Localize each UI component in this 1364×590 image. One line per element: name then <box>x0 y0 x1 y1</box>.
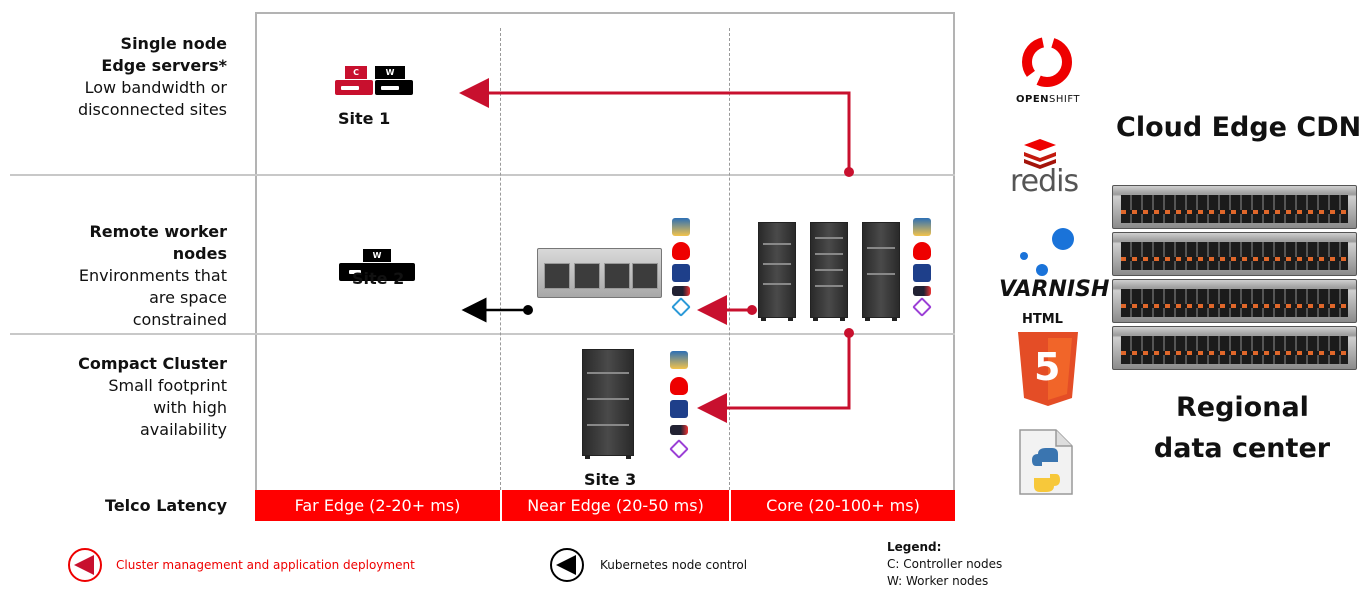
openshift-wordmark-light: SHIFT <box>1049 94 1081 105</box>
site2-label: Site 2 <box>352 269 405 288</box>
site1-label: Site 1 <box>338 109 391 128</box>
mgmt-arrow-origin-dot <box>844 328 854 338</box>
operator-icon <box>670 400 688 418</box>
cdn-title: Cloud Edge CDN <box>1116 112 1362 143</box>
controller-node-icon <box>335 80 373 95</box>
row-desc: are space <box>149 288 227 307</box>
core-rack-2 <box>810 222 848 321</box>
core-rack-1 <box>758 222 796 321</box>
redhat-icon <box>913 242 931 260</box>
cdn-subtitle-line1: Regional <box>1176 392 1309 423</box>
rancher-icon <box>670 351 688 369</box>
site3-rack <box>582 349 634 459</box>
varnish-wordmark: VARNISH <box>999 277 1110 302</box>
worker-node-icon <box>375 80 413 95</box>
operator-icon <box>913 264 931 282</box>
row-desc: Small footprint <box>108 376 227 395</box>
row-label-telco-latency: Telco Latency <box>105 495 227 517</box>
row-title: Compact Cluster <box>78 354 227 373</box>
row-title: Telco Latency <box>105 496 227 515</box>
latency-near-edge: Near Edge (20-50 ms) <box>500 490 729 521</box>
site3-label: Site 3 <box>584 470 637 489</box>
redis-wordmark: redis <box>1010 164 1079 199</box>
mgmt-arrow-site3 <box>697 333 851 423</box>
mvm-icon <box>672 286 690 296</box>
html5-numeral: 5 <box>1034 345 1061 389</box>
openshift-logo <box>1022 37 1072 87</box>
cdn-subtitle-line2: data center <box>1153 433 1331 464</box>
redhat-icon <box>672 242 690 260</box>
operator-icon <box>672 264 690 282</box>
legend-cluster-mgmt-label: Cluster management and application deplo… <box>116 558 415 572</box>
site1-server-icon: C W <box>335 66 415 102</box>
zone-divider <box>729 28 730 490</box>
rancher-icon <box>913 218 931 236</box>
legend-k8s-label: Kubernetes node control <box>600 558 748 572</box>
mvm-icon <box>913 286 931 296</box>
row-desc: with high <box>153 398 227 417</box>
mvm-icon <box>670 425 688 435</box>
redhat-icon <box>670 377 688 395</box>
near-edge-server <box>537 248 662 298</box>
row-title: nodes <box>172 244 227 263</box>
varnish-dots-icon <box>1020 252 1048 276</box>
k8s-arrow-origin-dot <box>523 305 533 315</box>
zone-divider <box>500 28 501 490</box>
varnish-big-dot-icon <box>1052 228 1074 250</box>
mgmt-arrow-site1 <box>459 78 851 172</box>
worker-badge: W <box>375 66 405 79</box>
html5-logo <box>1018 332 1078 406</box>
python-file-icon <box>1019 429 1073 495</box>
latency-core: Core (20-100+ ms) <box>729 490 955 521</box>
worker-badge: W <box>363 249 391 262</box>
legend-controller: C: Controller nodes <box>887 557 1003 571</box>
rancher-icon <box>672 218 690 236</box>
legend-title: Legend: <box>887 540 942 554</box>
row-desc: Environments that <box>78 266 227 285</box>
controller-badge: C <box>345 66 367 79</box>
mgmt-arrow-origin-dot <box>747 305 757 315</box>
row-title: Remote worker <box>89 222 227 241</box>
openshift-wordmark-bold: OPEN <box>1016 94 1050 105</box>
cdn-server-unit <box>1112 232 1357 276</box>
cdn-server-unit <box>1112 185 1357 229</box>
cdn-server-unit <box>1112 326 1357 370</box>
row-label-single-node: Single node Edge servers* Low bandwidth … <box>78 33 227 121</box>
row-title: Edge servers* <box>101 56 227 75</box>
latency-bar: Far Edge (2-20+ ms) Near Edge (20-50 ms)… <box>255 490 955 521</box>
core-rack-3 <box>862 222 900 321</box>
row-desc: constrained <box>132 310 227 329</box>
row-desc: disconnected sites <box>77 100 227 119</box>
row-label-remote-worker: Remote worker nodes Environments that ar… <box>79 221 227 331</box>
row-desc: Low bandwidth or <box>84 78 227 97</box>
row-desc: availability <box>139 420 227 439</box>
legend-k8s-circle <box>550 548 584 582</box>
site2-server-icon: W <box>339 249 415 283</box>
openshift-wordmark: OPENSHIFT <box>1016 94 1080 105</box>
row-divider <box>10 333 955 335</box>
legend-mgmt-circle <box>68 548 102 582</box>
html-wordmark: HTML <box>1022 312 1063 327</box>
row-divider <box>10 174 955 176</box>
row-label-compact-cluster: Compact Cluster Small footprint with hig… <box>78 353 227 441</box>
row-title: Single node <box>120 34 227 53</box>
worker-node-icon <box>339 263 415 281</box>
legend-worker: W: Worker nodes <box>887 574 989 588</box>
cdn-server-unit <box>1112 279 1357 323</box>
mgmt-arrow-origin-dot <box>844 167 854 177</box>
latency-far-edge: Far Edge (2-20+ ms) <box>294 496 461 515</box>
redis-stack-icon <box>1024 139 1056 169</box>
